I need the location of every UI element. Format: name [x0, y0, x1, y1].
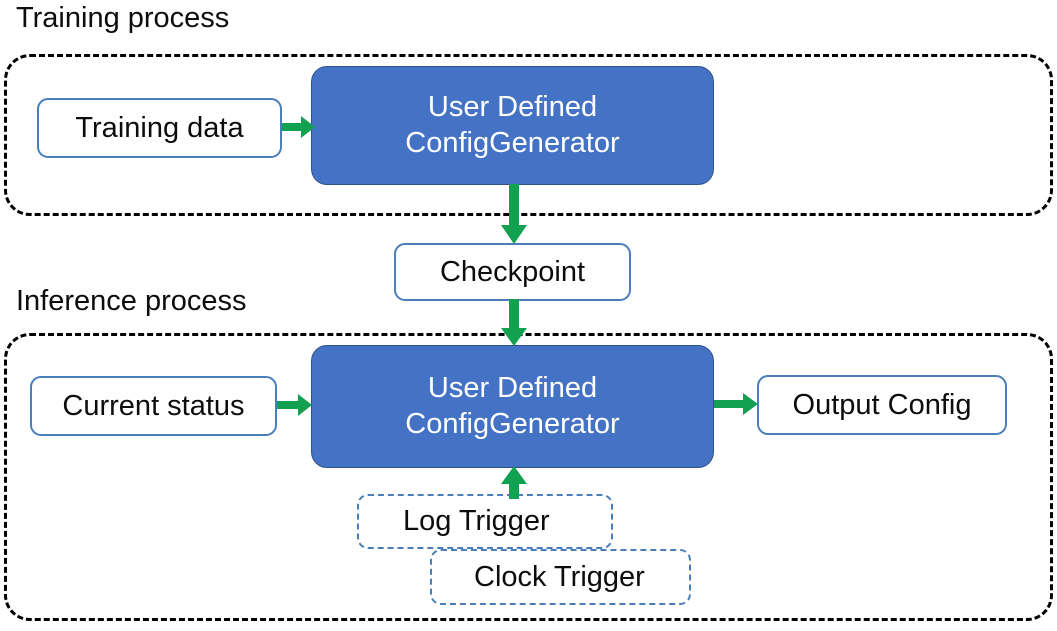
- node-training-data-label: Training data: [75, 111, 244, 144]
- node-output-config-label: Output Config: [792, 388, 972, 421]
- node-log-trigger[interactable]: Log Trigger: [357, 494, 613, 549]
- node-clock-trigger[interactable]: Clock Trigger: [430, 549, 691, 605]
- inference-process-caption: Inference process: [16, 285, 247, 317]
- arrow-generator-to-checkpoint: [500, 184, 528, 245]
- training-process-container: [4, 54, 1053, 216]
- node-current-status[interactable]: Current status: [30, 376, 277, 436]
- arrow-triggers-to-generator: [500, 466, 528, 500]
- arrow-current-status-to-generator: [277, 391, 313, 419]
- node-generator-training-line2: ConfigGenerator: [405, 126, 620, 159]
- arrow-checkpoint-to-generator: [500, 299, 528, 347]
- node-user-defined-configgenerator-training[interactable]: User Defined ConfigGenerator: [311, 66, 714, 185]
- node-current-status-label: Current status: [62, 389, 245, 422]
- node-clock-trigger-label: Clock Trigger: [474, 560, 645, 593]
- node-checkpoint-label: Checkpoint: [439, 255, 586, 288]
- node-log-trigger-label: Log Trigger: [403, 505, 550, 538]
- arrow-training-data-to-generator: [282, 113, 316, 141]
- node-generator-inference-line1: User Defined: [427, 372, 598, 405]
- arrow-generator-to-output-config: [714, 390, 759, 418]
- node-user-defined-configgenerator-inference[interactable]: User Defined ConfigGenerator: [311, 345, 714, 468]
- node-generator-training-line1: User Defined: [427, 91, 598, 124]
- inference-process-container: [4, 333, 1053, 621]
- node-output-config[interactable]: Output Config: [757, 375, 1007, 435]
- node-generator-inference-line2: ConfigGenerator: [405, 407, 620, 440]
- node-checkpoint[interactable]: Checkpoint: [394, 243, 631, 301]
- node-training-data[interactable]: Training data: [37, 98, 282, 158]
- training-process-caption: Training process: [16, 2, 230, 34]
